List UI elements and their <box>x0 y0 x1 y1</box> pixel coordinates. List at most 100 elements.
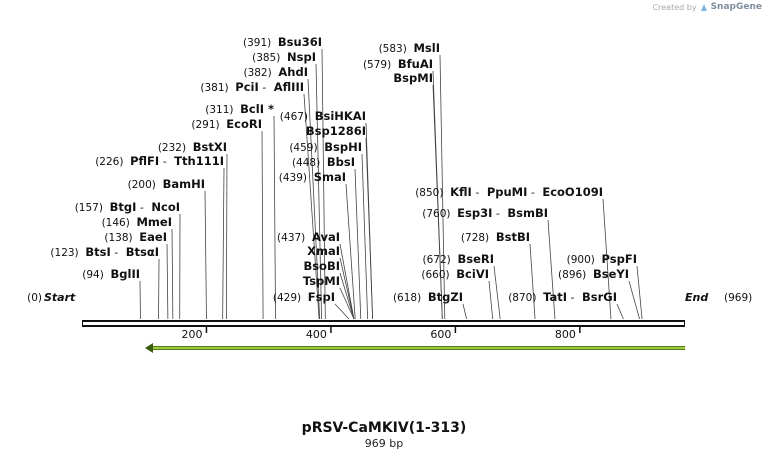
enzyme-name: BstBI <box>496 230 530 244</box>
site-label: (850) KflI - PpuMI - EcoO109I <box>415 185 603 199</box>
enzyme-name: PciI <box>235 80 258 94</box>
enzyme-name: KflI <box>450 185 472 199</box>
enzyme-name: BspHI <box>324 140 362 154</box>
site-leader-line <box>628 280 640 320</box>
name-separator: - <box>472 186 483 199</box>
start-label: Start <box>44 291 76 304</box>
name-separator: - <box>111 246 122 259</box>
name-separator: - <box>527 186 538 199</box>
site-leader-line <box>303 93 320 320</box>
site-leader-line <box>529 243 536 320</box>
snapgene-logo-icon <box>700 3 707 11</box>
enzyme-name: BsoBI <box>303 259 340 273</box>
site-position: (728) <box>461 232 496 244</box>
site-leader-line <box>321 48 326 320</box>
site-label: (728) BstBI <box>461 230 530 244</box>
enzyme-name: BtgI <box>110 200 137 214</box>
site-leader-line <box>334 303 350 320</box>
site-position: (870) <box>508 292 543 304</box>
site-position: (138) <box>104 232 139 244</box>
site-leader-line <box>273 115 276 320</box>
site-position: (94) <box>82 269 110 281</box>
enzyme-name: PspFI <box>602 252 637 266</box>
site-label: XmaI <box>307 244 340 258</box>
site-label: (382) AhdI <box>243 65 308 79</box>
site-position: (760) <box>422 208 457 220</box>
site-label: BspMI <box>393 71 433 85</box>
enzyme-name: BglII <box>111 267 141 281</box>
enzyme-name: BsmBI <box>503 206 548 220</box>
sequence-start-cap <box>82 320 83 327</box>
site-label: (391) Bsu36I <box>243 35 322 49</box>
enzyme-name: BsiHKAI <box>315 109 366 123</box>
site-leader-line <box>493 265 501 320</box>
site-leader-line <box>354 168 362 320</box>
snapgene-credit: Created by SnapGene <box>653 2 762 12</box>
site-leader-line <box>439 54 446 320</box>
enzyme-name: EcoRI <box>226 117 262 131</box>
site-leader-line <box>345 183 356 320</box>
site-leader-line <box>315 63 322 320</box>
site-leader-line <box>225 153 228 320</box>
site-position: (291) <box>191 119 226 131</box>
enzyme-name: BciVI <box>456 267 489 281</box>
site-label: (579) BfuAI <box>363 57 433 71</box>
enzyme-name: Bsp1286I <box>306 124 366 138</box>
site-leader-line <box>636 265 643 320</box>
enzyme-name: PflFI <box>130 154 159 168</box>
enzyme-name: BfuAI <box>398 57 433 71</box>
site-position: (618) <box>393 292 428 304</box>
enzyme-name: EaeI <box>139 230 167 244</box>
enzyme-name: NcoI <box>147 200 180 214</box>
site-position: (660) <box>421 269 456 281</box>
site-label: (381) PciI - AflIII <box>200 80 304 94</box>
site-label: (459) BspHI <box>289 140 362 154</box>
feature-arrow-head <box>145 343 153 353</box>
site-label: (583) MslI <box>379 41 440 55</box>
site-leader-line <box>339 272 355 320</box>
ruler-tick-label: 600 <box>430 328 451 341</box>
site-leader-line <box>166 243 169 320</box>
site-leader-line <box>339 287 355 320</box>
site-position: (385) <box>252 52 287 64</box>
enzyme-name: FspI <box>308 290 335 304</box>
site-label: (660) BciVI <box>421 267 489 281</box>
name-separator: - <box>567 291 578 304</box>
enzyme-name: SmaI <box>314 170 346 184</box>
site-leader-line <box>339 243 355 320</box>
site-position: (900) <box>567 254 602 266</box>
enzyme-name: EcoO109I <box>538 185 603 199</box>
ruler-tick-label: 800 <box>555 328 576 341</box>
site-label: (448) BbsI <box>292 155 355 169</box>
site-label: (437) AvaI <box>277 230 340 244</box>
enzyme-name: AvaI <box>312 230 340 244</box>
site-label: (900) PspFI <box>567 252 637 266</box>
sequence-end-cap <box>684 320 685 327</box>
site-position: (448) <box>292 157 327 169</box>
sequence-strand-top <box>82 320 685 322</box>
enzyme-name: Bsu36I <box>278 35 322 49</box>
site-position: (123) <box>50 247 85 259</box>
enzyme-name: BtsαI <box>122 245 159 259</box>
end-position-label: (969) <box>724 292 752 304</box>
enzyme-name: BstXI <box>193 140 227 154</box>
enzyme-name: BtgZI <box>428 290 463 304</box>
ruler-tick-label: 200 <box>181 328 202 341</box>
site-leader-line <box>307 78 321 320</box>
site-position: (583) <box>379 43 414 55</box>
enzyme-name: TspMI <box>303 274 340 288</box>
site-position: (226) <box>95 156 130 168</box>
enzyme-name: AflIII <box>270 80 304 94</box>
sequence-strand-bottom <box>82 325 685 327</box>
site-label: (157) BtgI - NcoI <box>75 200 180 214</box>
site-label: (618) BtgZI <box>393 290 463 304</box>
site-label: (94) BglII <box>82 267 140 281</box>
site-position: (382) <box>243 67 278 79</box>
ruler-tick-label: 400 <box>306 328 327 341</box>
enzyme-name: BsrGI <box>578 290 617 304</box>
site-leader-line <box>261 130 264 320</box>
site-leader-line <box>222 167 225 320</box>
credit-prefix: Created by <box>652 2 697 12</box>
site-label: (385) NspI <box>252 50 316 64</box>
